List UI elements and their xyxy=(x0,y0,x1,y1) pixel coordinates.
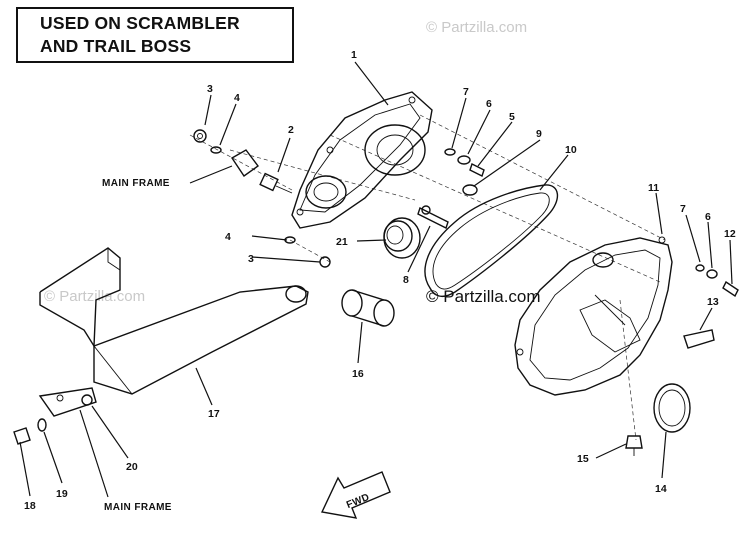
air-duct-17 xyxy=(39,247,309,395)
callout-13: 13 xyxy=(707,296,719,308)
fwd-arrow: FWD xyxy=(320,471,391,519)
drive-belt-10 xyxy=(424,184,559,298)
watermark-left: © Partzilla.com xyxy=(44,288,145,305)
callout-6-upper: 6 xyxy=(486,98,492,110)
callout-6-right: 6 xyxy=(705,211,711,223)
callout-10: 10 xyxy=(565,144,577,156)
title-line-1: USED ON SCRAMBLER xyxy=(40,13,240,33)
watermark-top-right: © Partzilla.com xyxy=(426,19,527,36)
bolt-8 xyxy=(417,205,449,229)
callout-9: 9 xyxy=(536,128,542,140)
callout-4-upper: 4 xyxy=(234,92,240,104)
callout-4-lower: 4 xyxy=(225,231,231,243)
title-box: USED ON SCRAMBLER AND TRAIL BOSS xyxy=(16,7,294,63)
decal-13 xyxy=(683,329,715,349)
outer-clutch-cover-11 xyxy=(514,236,673,396)
callout-1: 1 xyxy=(351,49,357,61)
callout-18: 18 xyxy=(24,500,36,512)
mount-hardware-lower-left xyxy=(13,387,97,445)
callout-21: 21 xyxy=(336,236,348,248)
callout-15: 15 xyxy=(577,453,589,465)
main-frame-label-top: MAIN FRAME xyxy=(102,178,170,189)
sleeve-16 xyxy=(341,289,395,327)
callout-7-right: 7 xyxy=(680,203,686,215)
inner-cover-part xyxy=(291,91,433,229)
fitting-15 xyxy=(625,435,643,456)
callout-14: 14 xyxy=(655,483,667,495)
main-frame-label-bottom: MAIN FRAME xyxy=(104,502,172,513)
mount-hardware-lower xyxy=(284,236,331,268)
callout-3-upper: 3 xyxy=(207,83,213,95)
callout-19: 19 xyxy=(56,488,68,500)
callout-5: 5 xyxy=(509,111,515,123)
callout-17: 17 xyxy=(208,408,220,420)
callout-12: 12 xyxy=(724,228,736,240)
fastener-set-right xyxy=(695,264,739,298)
callout-16: 16 xyxy=(352,368,364,380)
gasket-14 xyxy=(653,383,691,433)
leader-lines xyxy=(19,61,733,498)
title-line-2: AND TRAIL BOSS xyxy=(40,36,192,56)
callout-20: 20 xyxy=(126,461,138,473)
seal-21 xyxy=(383,217,421,259)
callouts: 1 2 3 3 4 4 5 6 6 7 7 8 9 10 11 12 13 14… xyxy=(24,49,736,512)
callout-11: 11 xyxy=(648,182,659,194)
alignment-lines xyxy=(189,114,666,441)
fastener-set-upper xyxy=(444,148,485,196)
callout-3-lower: 3 xyxy=(248,253,254,265)
callout-8: 8 xyxy=(403,274,409,286)
callout-2: 2 xyxy=(288,124,294,136)
mount-hardware-upper xyxy=(193,129,293,194)
callout-7-upper: 7 xyxy=(463,86,469,98)
fwd-label: FWD xyxy=(345,492,371,511)
